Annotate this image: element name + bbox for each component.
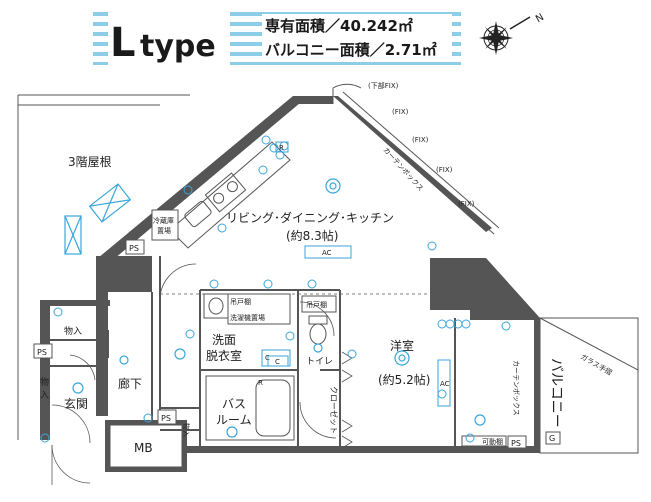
fix-bottom-label: (下部FIX) xyxy=(368,81,399,90)
glass-rail-label: ガラス手摺 xyxy=(579,352,614,377)
ac-unit-ldk: AC xyxy=(304,245,352,259)
fix-label-4: (FIX) xyxy=(458,200,475,208)
outlet-icons xyxy=(40,135,511,443)
header-title-block: L type 専有面積／40.242㎡ バルコニー面積／2.71㎡ xyxy=(93,12,461,66)
balcony-area-line: バルコニー面積／2.71㎡ xyxy=(265,41,437,59)
svg-text:PS: PS xyxy=(129,244,139,253)
intercom-icon: R xyxy=(275,141,289,153)
mb-room xyxy=(109,424,183,468)
roof-label: 3階屋根 xyxy=(68,154,112,169)
bath-label-2: ルーム xyxy=(216,413,252,427)
balcony-label: バルコニー xyxy=(548,358,564,428)
fridge-label-1: 冷蔵庫 xyxy=(153,216,174,225)
toilet-label: トイレ xyxy=(306,357,333,367)
movable-shelf-label: 可動棚 xyxy=(482,437,503,446)
storage-label-1: 物入 xyxy=(64,325,82,337)
hang-cabinet-1: 吊戸棚 xyxy=(230,297,251,306)
bedroom-name: 洋室 xyxy=(390,338,414,353)
area-line: 専有面積／40.242㎡ xyxy=(265,17,413,35)
closet-label: クローゼット xyxy=(329,386,339,434)
washbasin xyxy=(203,293,229,319)
balcony-area xyxy=(539,317,639,454)
window-frame xyxy=(332,83,500,235)
light-fixture-icons xyxy=(72,178,486,438)
ps-box: PS xyxy=(33,343,53,359)
toilet-icon xyxy=(308,315,328,345)
washer-label: 洗濯機置場 xyxy=(230,313,265,322)
compass-icon xyxy=(479,16,531,55)
svg-text:G: G xyxy=(549,434,555,443)
hang-cabinet-2: 吊戸棚 xyxy=(306,300,327,309)
svg-text:R: R xyxy=(279,144,284,152)
ps-box: PS xyxy=(125,239,145,255)
svg-text:C: C xyxy=(275,358,280,366)
kitchen-counter xyxy=(169,141,291,249)
ps-box: PS xyxy=(157,409,177,425)
curtain-box-bedroom: カーテンボックス xyxy=(512,360,520,416)
ac-unit-bedroom: AC xyxy=(437,359,451,407)
ps-box: PS xyxy=(507,435,527,449)
closet-door-marks xyxy=(341,351,353,449)
counter-cabinet-c: C xyxy=(267,355,289,367)
storage-label-2: 物入 xyxy=(182,423,191,437)
toilet-cabinet xyxy=(301,295,337,313)
skylight-small-icon xyxy=(64,215,82,255)
svg-text:R: R xyxy=(258,379,263,387)
mb-label: MB xyxy=(134,441,153,455)
skylight-icon xyxy=(88,183,132,223)
ldk-size: (約8.3帖) xyxy=(286,228,338,243)
svg-text:PS: PS xyxy=(511,439,521,448)
storage-label-3b: 入 xyxy=(40,390,49,401)
svg-text:AC: AC xyxy=(440,380,450,388)
fix-label-3: (FIX) xyxy=(436,166,453,174)
washroom-label-1: 洗面 xyxy=(212,333,236,347)
roof-outline xyxy=(17,94,190,440)
fridge-space xyxy=(151,209,179,241)
movable-shelf xyxy=(461,435,507,447)
type-word: type xyxy=(140,29,216,64)
fix-label-1: (FIX) xyxy=(392,108,409,116)
ldk-name: リビング･ダイニング･キッチン xyxy=(226,210,394,225)
svg-text:PS: PS xyxy=(37,348,47,357)
svg-text:PS: PS xyxy=(161,414,171,423)
bedroom-size: (約5.2帖) xyxy=(378,372,430,387)
bathtub xyxy=(205,375,295,441)
type-letter: L xyxy=(110,20,136,66)
bath-label-1: バス xyxy=(222,397,246,411)
corridor-label: 廊下 xyxy=(118,376,142,391)
gas-box xyxy=(545,431,561,445)
svg-text:AC: AC xyxy=(322,249,332,257)
washroom-label-2: 脱衣室 xyxy=(206,348,242,363)
fridge-label-2: 置場 xyxy=(157,226,171,235)
compass-north-label: N xyxy=(534,12,546,25)
fix-label-2: (FIX) xyxy=(412,136,429,144)
storage-label-3a: 物 xyxy=(40,376,49,388)
entrance-label: 玄関 xyxy=(64,396,88,411)
